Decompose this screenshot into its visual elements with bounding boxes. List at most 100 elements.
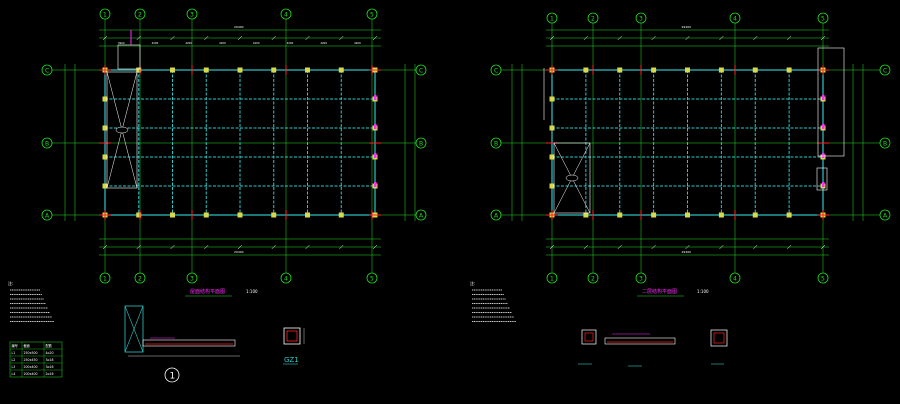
left-axis-bubble [41, 209, 53, 221]
right-axis-label-col: 4 [733, 16, 737, 23]
right-axis-bubble [879, 137, 891, 149]
right-column [685, 212, 690, 218]
left-axis-bubble [134, 8, 146, 20]
left-column [102, 96, 108, 102]
right-column [549, 125, 555, 131]
left-dim-text: 4200 [185, 41, 192, 45]
right-column [685, 67, 690, 73]
left-dim-text: 4200 [287, 41, 294, 45]
left-axis-bubble [366, 8, 378, 20]
table-cell: L1 [12, 351, 16, 355]
left-axis-bubble [280, 272, 292, 284]
left-dim-tick [237, 244, 243, 250]
left-axis-bubble [415, 137, 427, 149]
left-column [170, 67, 175, 73]
detail-a-inner [584, 332, 594, 342]
right-axis-label-row: C [494, 68, 498, 75]
right-axis-bubble [546, 272, 558, 284]
right-axis-bubble [587, 12, 599, 24]
left-axis-bubble [99, 272, 111, 284]
left-axis-label-row: A [45, 213, 50, 220]
right-axis-bubble [879, 64, 891, 76]
right-dim-tick [651, 244, 656, 250]
table-cell: 3⌀18 [46, 358, 54, 362]
right-dim-tick [583, 244, 589, 250]
notes-block-right: 注: [470, 280, 516, 323]
section-detail-1: 1 [124, 305, 240, 383]
left-marker [374, 153, 377, 158]
right-axis-label-col: 4 [733, 276, 737, 283]
left-column [338, 67, 344, 73]
table-cell: L2 [12, 358, 16, 362]
left-roof-opening [117, 44, 141, 70]
right-column [651, 212, 657, 218]
right-axis-label-row: B [883, 141, 887, 148]
left-plan-scale: 1:100 [246, 289, 258, 294]
left-marker [374, 124, 377, 129]
right-axis-bubble [729, 12, 741, 24]
left-dim-tick [271, 244, 276, 250]
stair-box [124, 305, 144, 353]
right-column [617, 67, 623, 73]
table-cell: L4 [12, 372, 16, 376]
left-axis-label-col: 2 [138, 12, 142, 19]
table-cell: 3⌀16 [46, 365, 54, 369]
left-marker [374, 95, 377, 100]
left-axis-label-col: 1 [103, 12, 107, 19]
right-stair-core [817, 47, 845, 157]
right-dim-tick [820, 244, 826, 250]
left-column [203, 212, 209, 218]
section-mark-circle [164, 367, 180, 383]
right-stair-opening [553, 142, 591, 214]
right-dim-tick [617, 35, 622, 41]
right-column [617, 212, 623, 218]
left-dim-tick [339, 244, 344, 250]
left-stair-opening [106, 71, 138, 189]
left-dim-text: 4200 [354, 41, 361, 45]
right-dim-tick [617, 244, 622, 250]
left-axis-bubble [366, 272, 378, 284]
right-column [786, 212, 792, 218]
left-axis-bubble [41, 137, 53, 149]
right-plan-title: 二层结构平面图 [642, 288, 677, 295]
right-column [718, 212, 724, 218]
right-axis-bubble [546, 12, 558, 24]
left-axis-bubble [99, 8, 111, 20]
stair-diag-2 [124, 305, 144, 353]
table-border [9, 341, 63, 378]
right-dim-tick [651, 35, 656, 41]
column-tag-label: GZ1 [284, 356, 299, 364]
left-axis-bubble [186, 8, 198, 20]
left-dim-tick [305, 35, 310, 41]
left-dim-text: 4200 [253, 41, 260, 45]
section-mark-label: 1 [170, 372, 176, 382]
right-dim-tick [583, 35, 589, 41]
left-axis-label-row: A [419, 213, 424, 220]
left-dim-text: 4200 [152, 41, 159, 45]
left-axis-bubble [134, 272, 146, 284]
left-axis-label-col: 4 [284, 276, 288, 283]
right-dim-tick [719, 35, 724, 41]
table-cell: 2⌀16 [46, 372, 54, 376]
left-axis-bubble [41, 64, 53, 76]
right-axis-label-col: 3 [639, 16, 643, 23]
right-axis-label-col: 2 [591, 276, 595, 283]
right-axis-bubble [587, 272, 599, 284]
table-cell: L3 [12, 365, 16, 369]
table-cell: 200x400 [24, 372, 38, 376]
left-column [136, 67, 142, 73]
right-stair-symbol [565, 174, 579, 182]
right-dim-tick [549, 35, 555, 41]
right-dim-tick [549, 244, 555, 250]
left-column [170, 212, 175, 218]
table-cell: 截面 [24, 343, 30, 348]
left-column [305, 212, 310, 218]
left-column [237, 67, 243, 73]
right-axis-label-col: 1 [550, 16, 554, 23]
left-axis-label-col: 5 [370, 12, 374, 19]
left-axis-label-col: 1 [103, 276, 107, 283]
notes-heading: 注: [8, 280, 13, 286]
